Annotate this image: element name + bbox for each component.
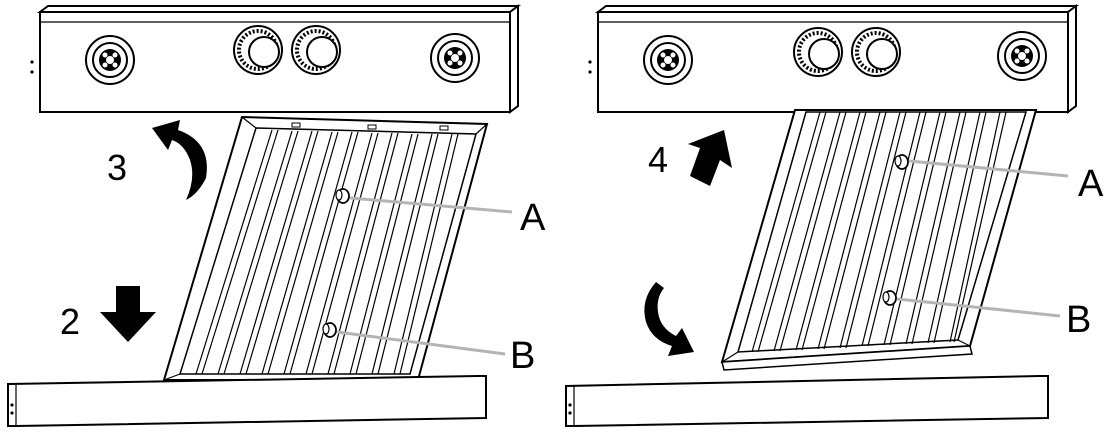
right-latch-b [882,290,897,306]
left-knob-2 [291,25,341,75]
left-callout-b: B [510,335,535,377]
left-light-2 [430,33,480,83]
left-latch-a [335,188,350,204]
step-2-label: 2 [60,301,80,342]
right-grease-filter [720,109,1038,371]
right-leader-b [896,297,1061,318]
right-knob-1 [793,27,843,77]
left-panel: 3 2 A B [7,4,546,427]
left-leader-a [349,196,513,214]
left-light-1 [85,35,135,85]
right-light-2 [997,31,1047,81]
arrow-up-icon [688,130,732,186]
left-latch-b [322,322,337,338]
left-bottom-rail [7,375,487,427]
step-4-label: 4 [648,139,668,180]
right-callout-b: B [1066,299,1091,341]
right-callout-a: A [1078,163,1104,205]
right-control-panel [588,4,1079,114]
left-leader-b [336,330,506,356]
left-callout-a: A [520,197,546,239]
left-knob-1 [233,25,283,75]
curved-arrow-clockwise-icon [644,282,694,356]
right-bottom-rail [565,375,1049,427]
right-knob-2 [851,27,901,77]
right-light-1 [643,35,693,85]
arrow-down-icon [100,286,156,342]
left-control-panel [30,4,521,114]
right-leader-a [908,159,1069,178]
step-3-label: 3 [107,147,127,188]
right-panel: 4 A B [565,4,1104,427]
curved-arrow-counterclockwise-icon [152,120,207,200]
right-latch-a [894,154,909,170]
left-grease-filter [162,115,489,381]
